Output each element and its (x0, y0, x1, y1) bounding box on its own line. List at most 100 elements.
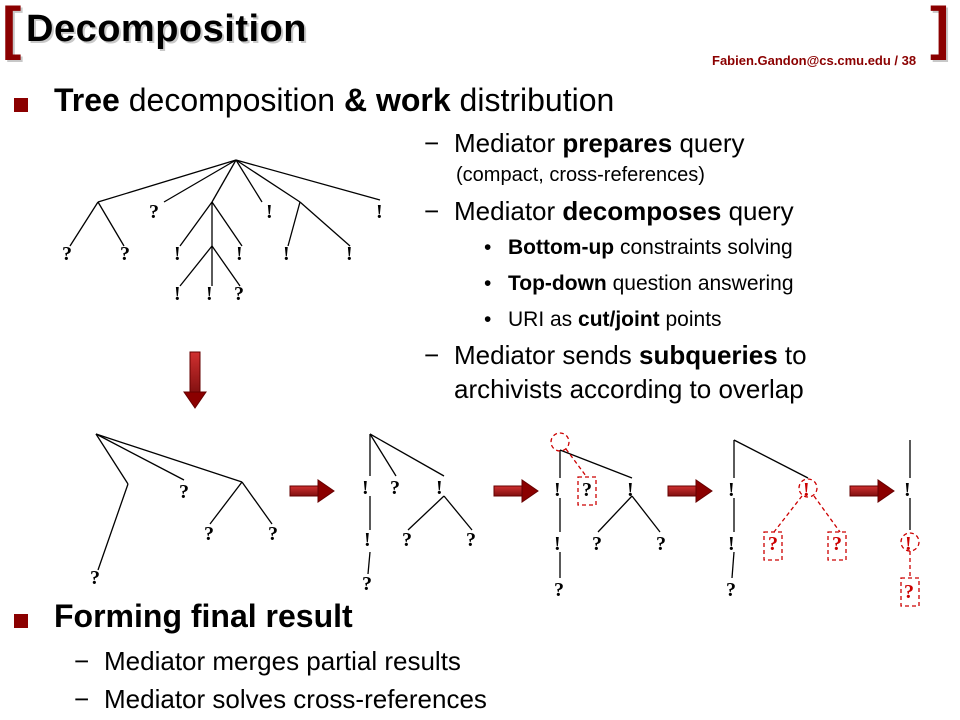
item-text: Mediator (454, 128, 563, 158)
item-bold: cut/joint (578, 308, 660, 331)
item-text: constraints solving (614, 236, 793, 259)
tree-bottom-1 (95, 433, 273, 571)
node-q: ? (204, 523, 214, 545)
right-arrow-icon (667, 479, 713, 503)
node-bang: ! (904, 479, 911, 501)
dash-marker: − (424, 196, 440, 226)
tree-bottom-3 (559, 449, 661, 578)
node-q: ? (179, 481, 189, 503)
bullet-tree-decomposition: Tree decomposition & work distribution (54, 82, 614, 119)
right-arrow-icon (493, 479, 539, 503)
node-q: ? (362, 573, 372, 595)
dash-marker: − (74, 646, 90, 676)
item-merges: −Mediator merges partial results (74, 646, 461, 677)
node-highlight-circle (798, 478, 818, 498)
dash-marker: − (424, 128, 440, 158)
item-bold: Bottom-up (508, 236, 615, 259)
item-bottom-up: • Bottom-up constraints solving (484, 236, 793, 260)
dash-marker: − (74, 684, 90, 714)
item-uri: •URI as cut/joint points (484, 308, 722, 332)
item-text: Mediator sends (454, 340, 639, 370)
tree-top (69, 159, 381, 287)
item-text: query (721, 196, 794, 226)
tree-bottom-4 (731, 439, 809, 579)
item-text: URI as (508, 308, 579, 331)
item-text: query (672, 128, 745, 158)
item-bold: decomposes (562, 196, 722, 226)
tree-bottom-5-labels: ! ! ? (904, 479, 914, 603)
node-q: ? (554, 579, 564, 601)
node-bang: ! (362, 477, 369, 499)
item-bold: subqueries (638, 340, 778, 370)
node-bang: ! (627, 479, 634, 501)
node-bang: ! (436, 477, 443, 499)
node-q: ? (62, 243, 72, 265)
slide-title: Decomposition (26, 8, 307, 50)
item-prepares: −Mediator prepares query (424, 128, 745, 159)
item-text: points (659, 308, 722, 331)
item-cross-references: −Mediator solves cross-references (74, 684, 487, 715)
footer-credit: Fabien.Gandon@cs.cmu.edu / 38 (712, 53, 917, 68)
node-highlight-box (763, 531, 783, 561)
node-q: ? (149, 201, 159, 223)
node-q: ? (726, 579, 736, 601)
node-bang: ! (728, 533, 735, 555)
node-bang: ! (803, 479, 810, 501)
title-bracket-left: [ (2, 0, 22, 61)
title-bracket-right: ] (930, 0, 950, 61)
right-arrow-icon (289, 479, 335, 503)
node-highlight-box (577, 476, 597, 506)
node-bang: ! (283, 243, 290, 265)
item-text: Mediator merges partial results (104, 646, 461, 676)
tree-bottom-3-labels: ! ? ! ! ? ? ? (554, 479, 666, 601)
tree-bottom-4-labels: ! ! ! ? ? ? (726, 479, 842, 601)
node-bang: ! (346, 243, 353, 265)
node-q: ? (466, 529, 476, 551)
bullet-forming-final-result: Forming final result (54, 598, 353, 634)
tree-top-labels: ? ! ! ? ? ! ! ! ! ! ! ? (62, 201, 383, 305)
node-q: ? (90, 567, 100, 589)
dot-marker: • (484, 236, 492, 259)
node-q: ? (234, 283, 244, 305)
node-q: ? (120, 243, 130, 265)
dot-marker: • (484, 272, 492, 295)
bullet-bold-work: & work (343, 82, 451, 118)
node-q: ? (904, 581, 914, 603)
item-text: Mediator (454, 196, 563, 226)
node-q: ? (656, 533, 666, 555)
tree-bottom-1-labels: ? ? ? ? (90, 481, 278, 589)
bullet-text-2: distribution (450, 82, 615, 118)
node-bang: ! (554, 533, 561, 555)
item-text: question answering (606, 272, 794, 295)
bullet-bold-tree: Tree (54, 82, 120, 118)
item-top-down: •Top-down question answering (484, 272, 794, 296)
node-q: ? (832, 533, 842, 555)
node-q: ? (582, 479, 592, 501)
tree-bottom-2 (367, 433, 473, 575)
item-prepares-note: (compact, cross-references) (456, 164, 705, 186)
bullet-square-icon (14, 614, 28, 628)
tree-bottom-2-labels: ! ? ! ! ? ? ? (362, 477, 476, 595)
node-bang: ! (728, 479, 735, 501)
item-text: to (777, 340, 807, 370)
bullet-square-icon (14, 98, 28, 112)
tree-bottom-3-highlights (550, 432, 597, 506)
tree-bottom-5-highlights (900, 532, 920, 607)
item-text: Mediator solves cross-references (104, 684, 487, 714)
node-q: ? (592, 533, 602, 555)
node-q: ? (402, 529, 412, 551)
node-bang: ! (554, 479, 561, 501)
node-q: ? (768, 533, 778, 555)
dash-marker: − (424, 340, 440, 370)
node-bang: ! (206, 283, 213, 305)
node-bang: ! (266, 201, 273, 223)
down-arrow-icon (183, 351, 207, 409)
node-q: ? (390, 477, 400, 499)
item-subqueries: −Mediator sends subqueries to (424, 340, 807, 371)
right-arrow-icon (849, 479, 895, 503)
node-bang: ! (376, 201, 383, 223)
item-decomposes: −Mediator decomposes query (424, 196, 794, 227)
node-bang: ! (905, 533, 912, 555)
node-bang: ! (174, 283, 181, 305)
